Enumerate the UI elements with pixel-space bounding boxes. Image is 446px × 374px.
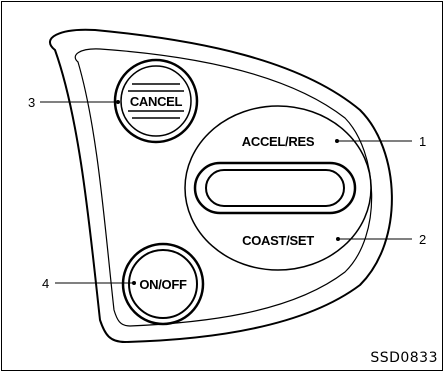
rocker-switch-button[interactable] [193, 161, 357, 215]
callout-2-number: 2 [419, 232, 426, 247]
callout-4-number: 4 [42, 276, 49, 291]
on-off-button[interactable] [121, 242, 205, 326]
cancel-button[interactable] [113, 58, 199, 144]
switch-inner-bezel [74, 48, 373, 327]
on-off-button-inner-ring [128, 249, 198, 319]
figure-code: SSD0833 [370, 350, 438, 366]
callout-leaders [40, 100, 412, 285]
accel-res-label: ACCEL/RES [242, 134, 315, 149]
cancel-button-inner-ring [120, 65, 192, 137]
coast-set-label: COAST/SET [242, 233, 314, 248]
callout-1-number: 1 [419, 134, 426, 149]
cancel-label: CANCEL [130, 94, 183, 109]
rocker-switch-button-inner [205, 169, 345, 207]
on-off-label: ON/OFF [139, 277, 187, 292]
callout-3-number: 3 [28, 95, 35, 110]
